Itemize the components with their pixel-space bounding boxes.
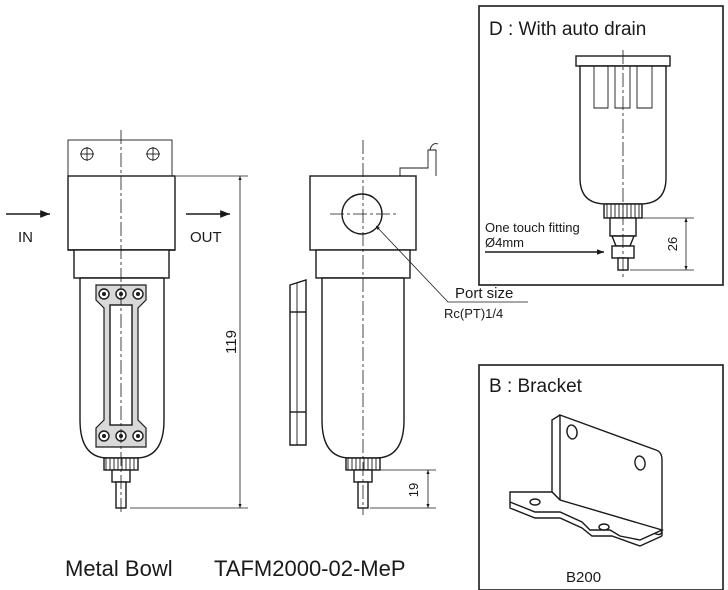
bracket-model: B200 xyxy=(566,569,601,586)
out-label: OUT xyxy=(190,229,222,246)
in-label: IN xyxy=(18,229,33,246)
front-head-collar xyxy=(73,249,170,279)
fitting-label: One touch fitting xyxy=(485,220,580,235)
height-dimension-value: 119 xyxy=(223,330,240,354)
auto-drain-title: D : With auto drain xyxy=(489,19,646,40)
front-bracket-hole-left xyxy=(80,147,94,161)
caption-metal-bowl: Metal Bowl xyxy=(65,556,173,581)
auto-drain-dimension-value: 26 xyxy=(665,237,680,251)
side-pipe-stub xyxy=(399,149,437,176)
side-bracket-plate xyxy=(289,279,307,446)
bracket-hole-upper-left xyxy=(566,424,578,440)
bracket-hole-base-left xyxy=(529,498,541,506)
fitting-size: Ø4mm xyxy=(485,235,524,250)
auto-drain-panel: D : With auto drain One touch fitting Ø4… xyxy=(478,5,724,286)
front-head-body xyxy=(67,175,176,251)
port-size-value: Rc(PT)1/4 xyxy=(444,306,503,321)
drain-dimension-value: 19 xyxy=(406,483,421,497)
port-size-label: Port size xyxy=(455,285,513,302)
front-guard-screws-top xyxy=(98,288,144,300)
bracket-panel: B : Bracket B200 xyxy=(478,364,724,590)
port-size-leader xyxy=(375,225,528,303)
bracket-hole-upper-right xyxy=(634,455,646,471)
caption-model-number: TAFM2000-02-MeP xyxy=(214,556,406,581)
front-view: IN OUT 119 xyxy=(6,130,248,515)
bracket-title: B : Bracket xyxy=(489,376,583,397)
front-top-bracket xyxy=(67,139,173,177)
front-bracket-hole-right xyxy=(146,147,160,161)
bracket-hole-base-right xyxy=(598,523,610,531)
side-view: Port size Rc(PT)1/4 19 xyxy=(289,140,528,515)
